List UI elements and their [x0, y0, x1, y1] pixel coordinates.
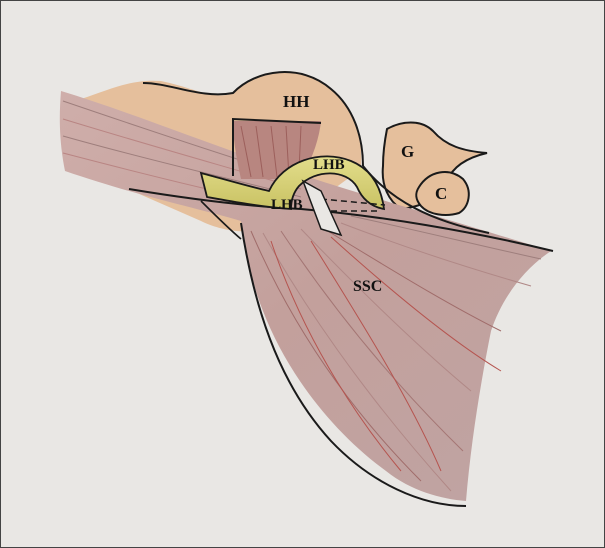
label-g: G	[401, 142, 414, 161]
label-hh: HH	[283, 92, 309, 111]
label-lhb-lower: LHB	[271, 197, 303, 213]
label-c: C	[435, 184, 447, 203]
label-lhb-upper: LHB	[313, 157, 345, 173]
label-ssc: SSC	[353, 278, 382, 295]
